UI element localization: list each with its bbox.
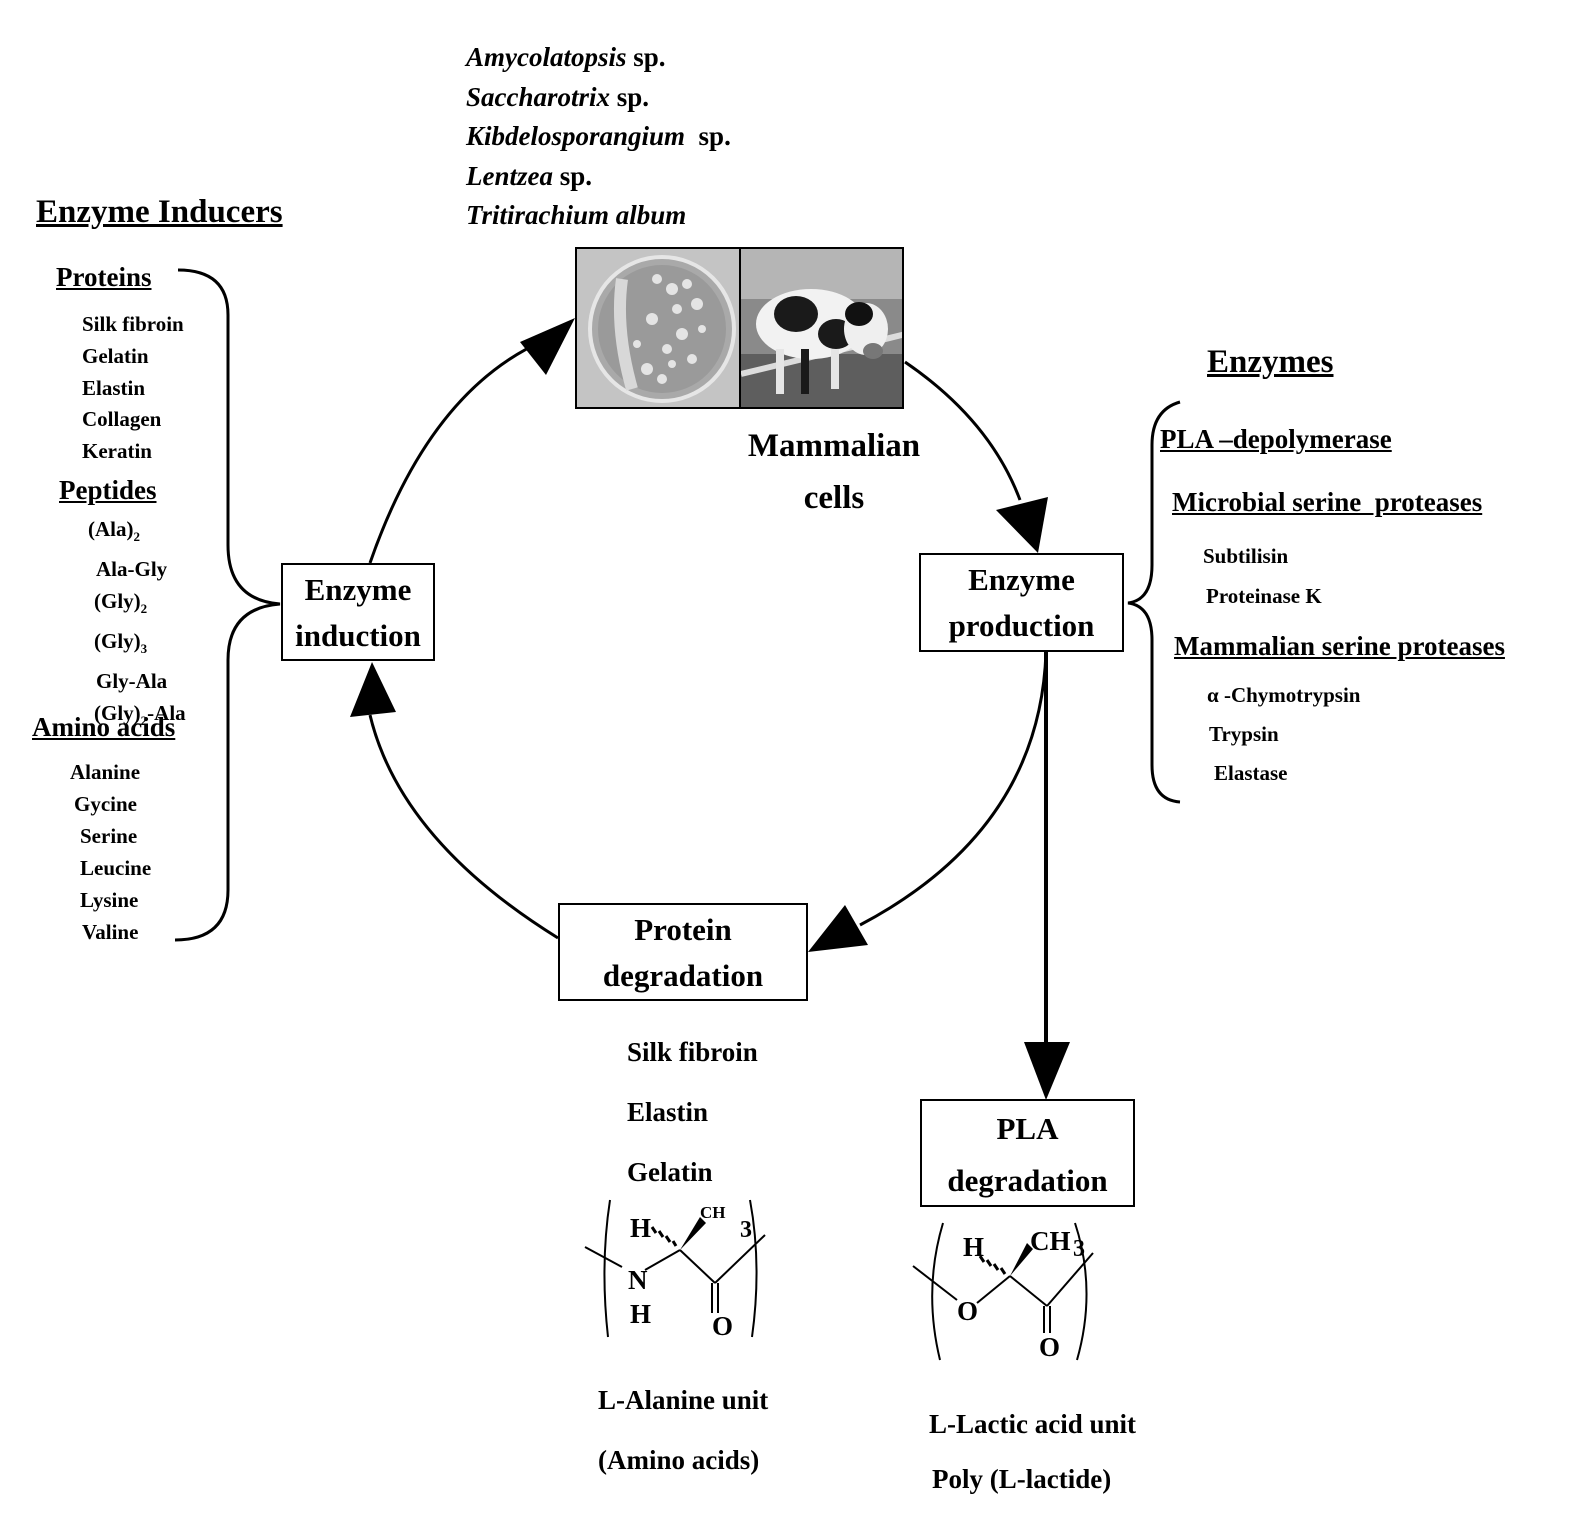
organism-2: Saccharotrix sp. — [466, 81, 650, 112]
box-line: induction — [295, 618, 421, 653]
peptide-item: (Gly)2 — [94, 589, 148, 616]
microbial-proteases-list: Subtilisin Proteinase K — [1203, 536, 1322, 616]
box-line: degradation — [947, 1163, 1108, 1198]
arrow-induction-to-sources — [368, 338, 546, 564]
organism-1: Amycolatopsis sp. — [466, 42, 666, 72]
alanine-caption-line-2: (Amino acids) — [598, 1445, 760, 1475]
box-line: Enzyme — [968, 562, 1075, 597]
arrowhead-production — [996, 497, 1048, 553]
alanine-atom-h2: H — [630, 1299, 652, 1329]
arrowhead-pla — [1024, 1042, 1070, 1100]
substrate-item: Silk fibroin — [627, 1037, 758, 1067]
lactic-atom-ch: CH — [1030, 1226, 1071, 1256]
box-line: Enzyme — [304, 572, 412, 607]
arrow-sources-to-production — [904, 360, 1022, 501]
mammalian-label-line-2: cells — [803, 480, 865, 516]
protein-item: Silk fibroin — [82, 312, 184, 336]
alanine-caption: L-Alanine unit (Amino acids) — [598, 1370, 768, 1490]
arrowhead-induction — [350, 662, 396, 717]
peptide-item: (Ala)2 — [88, 517, 140, 544]
lactic-bonds — [912, 1222, 1094, 1361]
organism-5: Tritirachium album — [466, 200, 687, 230]
lactic-caption-line-1: L-Lactic acid unit — [929, 1409, 1136, 1439]
lactic-atom-h: H — [963, 1232, 985, 1262]
protein-substrates-list: Silk fibroin Elastin Gelatin — [627, 1022, 758, 1202]
lactic-caption: L-Lactic acid unit Poly (L-lactide) — [929, 1397, 1136, 1507]
substrate-item: Gelatin — [627, 1157, 713, 1187]
amino-acids-list: Alanine Gycine Serine Leucine Lysine Val… — [70, 756, 151, 948]
box-line: Protein — [634, 912, 732, 947]
microbial-proteases-heading: Microbial serine proteases — [1172, 487, 1483, 517]
organism-4: Lentzea sp. — [466, 160, 593, 191]
box-line: degradation — [602, 958, 764, 993]
alanine-atom-o: O — [712, 1311, 734, 1341]
organism-3: Kibdelosporangium sp. — [466, 121, 731, 151]
cow-image — [741, 249, 902, 407]
mammalian-proteases-list: α -Chymotrypsin Trypsin Elastase — [1207, 676, 1360, 793]
mammalian-protease-item: Trypsin — [1209, 722, 1279, 746]
protein-item: Keratin — [82, 439, 152, 464]
petri-dish-photo — [575, 247, 741, 409]
enzymes-brace — [1127, 400, 1181, 804]
peptides-heading: Peptides — [59, 475, 157, 505]
box-line: production — [948, 608, 1095, 643]
protein-item: Collagen — [82, 407, 162, 432]
enzymes-title: Enzymes — [1207, 344, 1334, 380]
microbial-protease-item: Subtilisin — [1203, 544, 1289, 568]
amino-acid-item: Alanine — [70, 760, 141, 784]
amino-acid-item: Leucine — [80, 856, 152, 880]
inducers-title: Enzyme Inducers — [36, 194, 283, 230]
pla-depolymerase: PLA –depolymerase — [1160, 424, 1392, 454]
substrate-item: Elastin — [627, 1097, 709, 1127]
amino-acid-item: Serine — [80, 824, 138, 848]
lactic-atom-o1: O — [957, 1296, 979, 1326]
amino-acid-item: Valine — [82, 920, 139, 944]
alanine-atom-3: 3 — [740, 1217, 752, 1243]
enzyme-production-box: Enzyme production — [919, 553, 1124, 652]
organism-list: Amycolatopsis sp. Saccharotrix sp. Kibde… — [466, 38, 731, 236]
alanine-caption-line-1: L-Alanine unit — [598, 1385, 769, 1415]
arrowhead-sources — [520, 318, 575, 375]
proteins-list: Silk fibroin Gelatin Elastin Collagen Ke… — [82, 309, 184, 468]
enzyme-induction-box: Enzyme induction — [281, 563, 435, 661]
microbial-protease-item: Proteinase K — [1206, 584, 1322, 608]
alanine-atom-h1: H — [630, 1213, 652, 1243]
protein-item: Gelatin — [82, 343, 149, 368]
mammalian-label-line-1: Mammalian — [747, 428, 921, 464]
protein-item: Elastin — [82, 375, 146, 400]
amino-acids-heading: Amino acids — [32, 712, 176, 742]
l-alanine-structure: H CH 3 N H O — [580, 1195, 780, 1345]
peptide-item: Ala-Gly — [96, 557, 168, 581]
mammalian-protease-item: Elastase — [1214, 761, 1288, 785]
peptide-item: (Gly)3 — [94, 629, 148, 656]
alanine-bonds — [584, 1199, 766, 1338]
mammalian-protease-item: α -Chymotrypsin — [1207, 683, 1361, 707]
amino-acid-item: Gycine — [74, 792, 137, 816]
alanine-atom-n: N — [628, 1265, 648, 1295]
lactic-atom-3: 3 — [1073, 1236, 1085, 1262]
petri-dish-image — [577, 249, 739, 407]
amino-acid-item: Lysine — [80, 888, 139, 912]
cow-photo — [739, 247, 904, 409]
lactic-caption-line-2: Poly (L-lactide) — [932, 1464, 1112, 1494]
pla-degradation-box: PLA degradation — [920, 1099, 1135, 1207]
proteins-heading: Proteins — [56, 262, 152, 292]
protein-degradation-box: Protein degradation — [558, 903, 808, 1001]
mammalian-proteases-heading: Mammalian serine proteases — [1174, 631, 1505, 661]
l-lactic-acid-structure: H CH 3 O O — [905, 1218, 1110, 1368]
alanine-atom-ch: CH — [700, 1203, 726, 1222]
peptides-list: (Ala)2 Ala-Gly (Gly)2 (Gly)3 Gly-Ala (Gl… — [88, 513, 186, 737]
peptide-item: (Gly)2-Ala — [94, 701, 186, 728]
inducers-brace — [174, 268, 281, 942]
arrow-protein-to-induction — [368, 714, 559, 940]
lactic-atom-o2: O — [1039, 1332, 1061, 1362]
box-line: PLA — [996, 1111, 1059, 1146]
arrowhead-protein — [808, 905, 868, 952]
arrow-production-to-protein — [859, 651, 1048, 927]
mammalian-cells-label: Mammalian cells — [738, 420, 930, 524]
peptide-item: Gly-Ala — [96, 669, 168, 693]
